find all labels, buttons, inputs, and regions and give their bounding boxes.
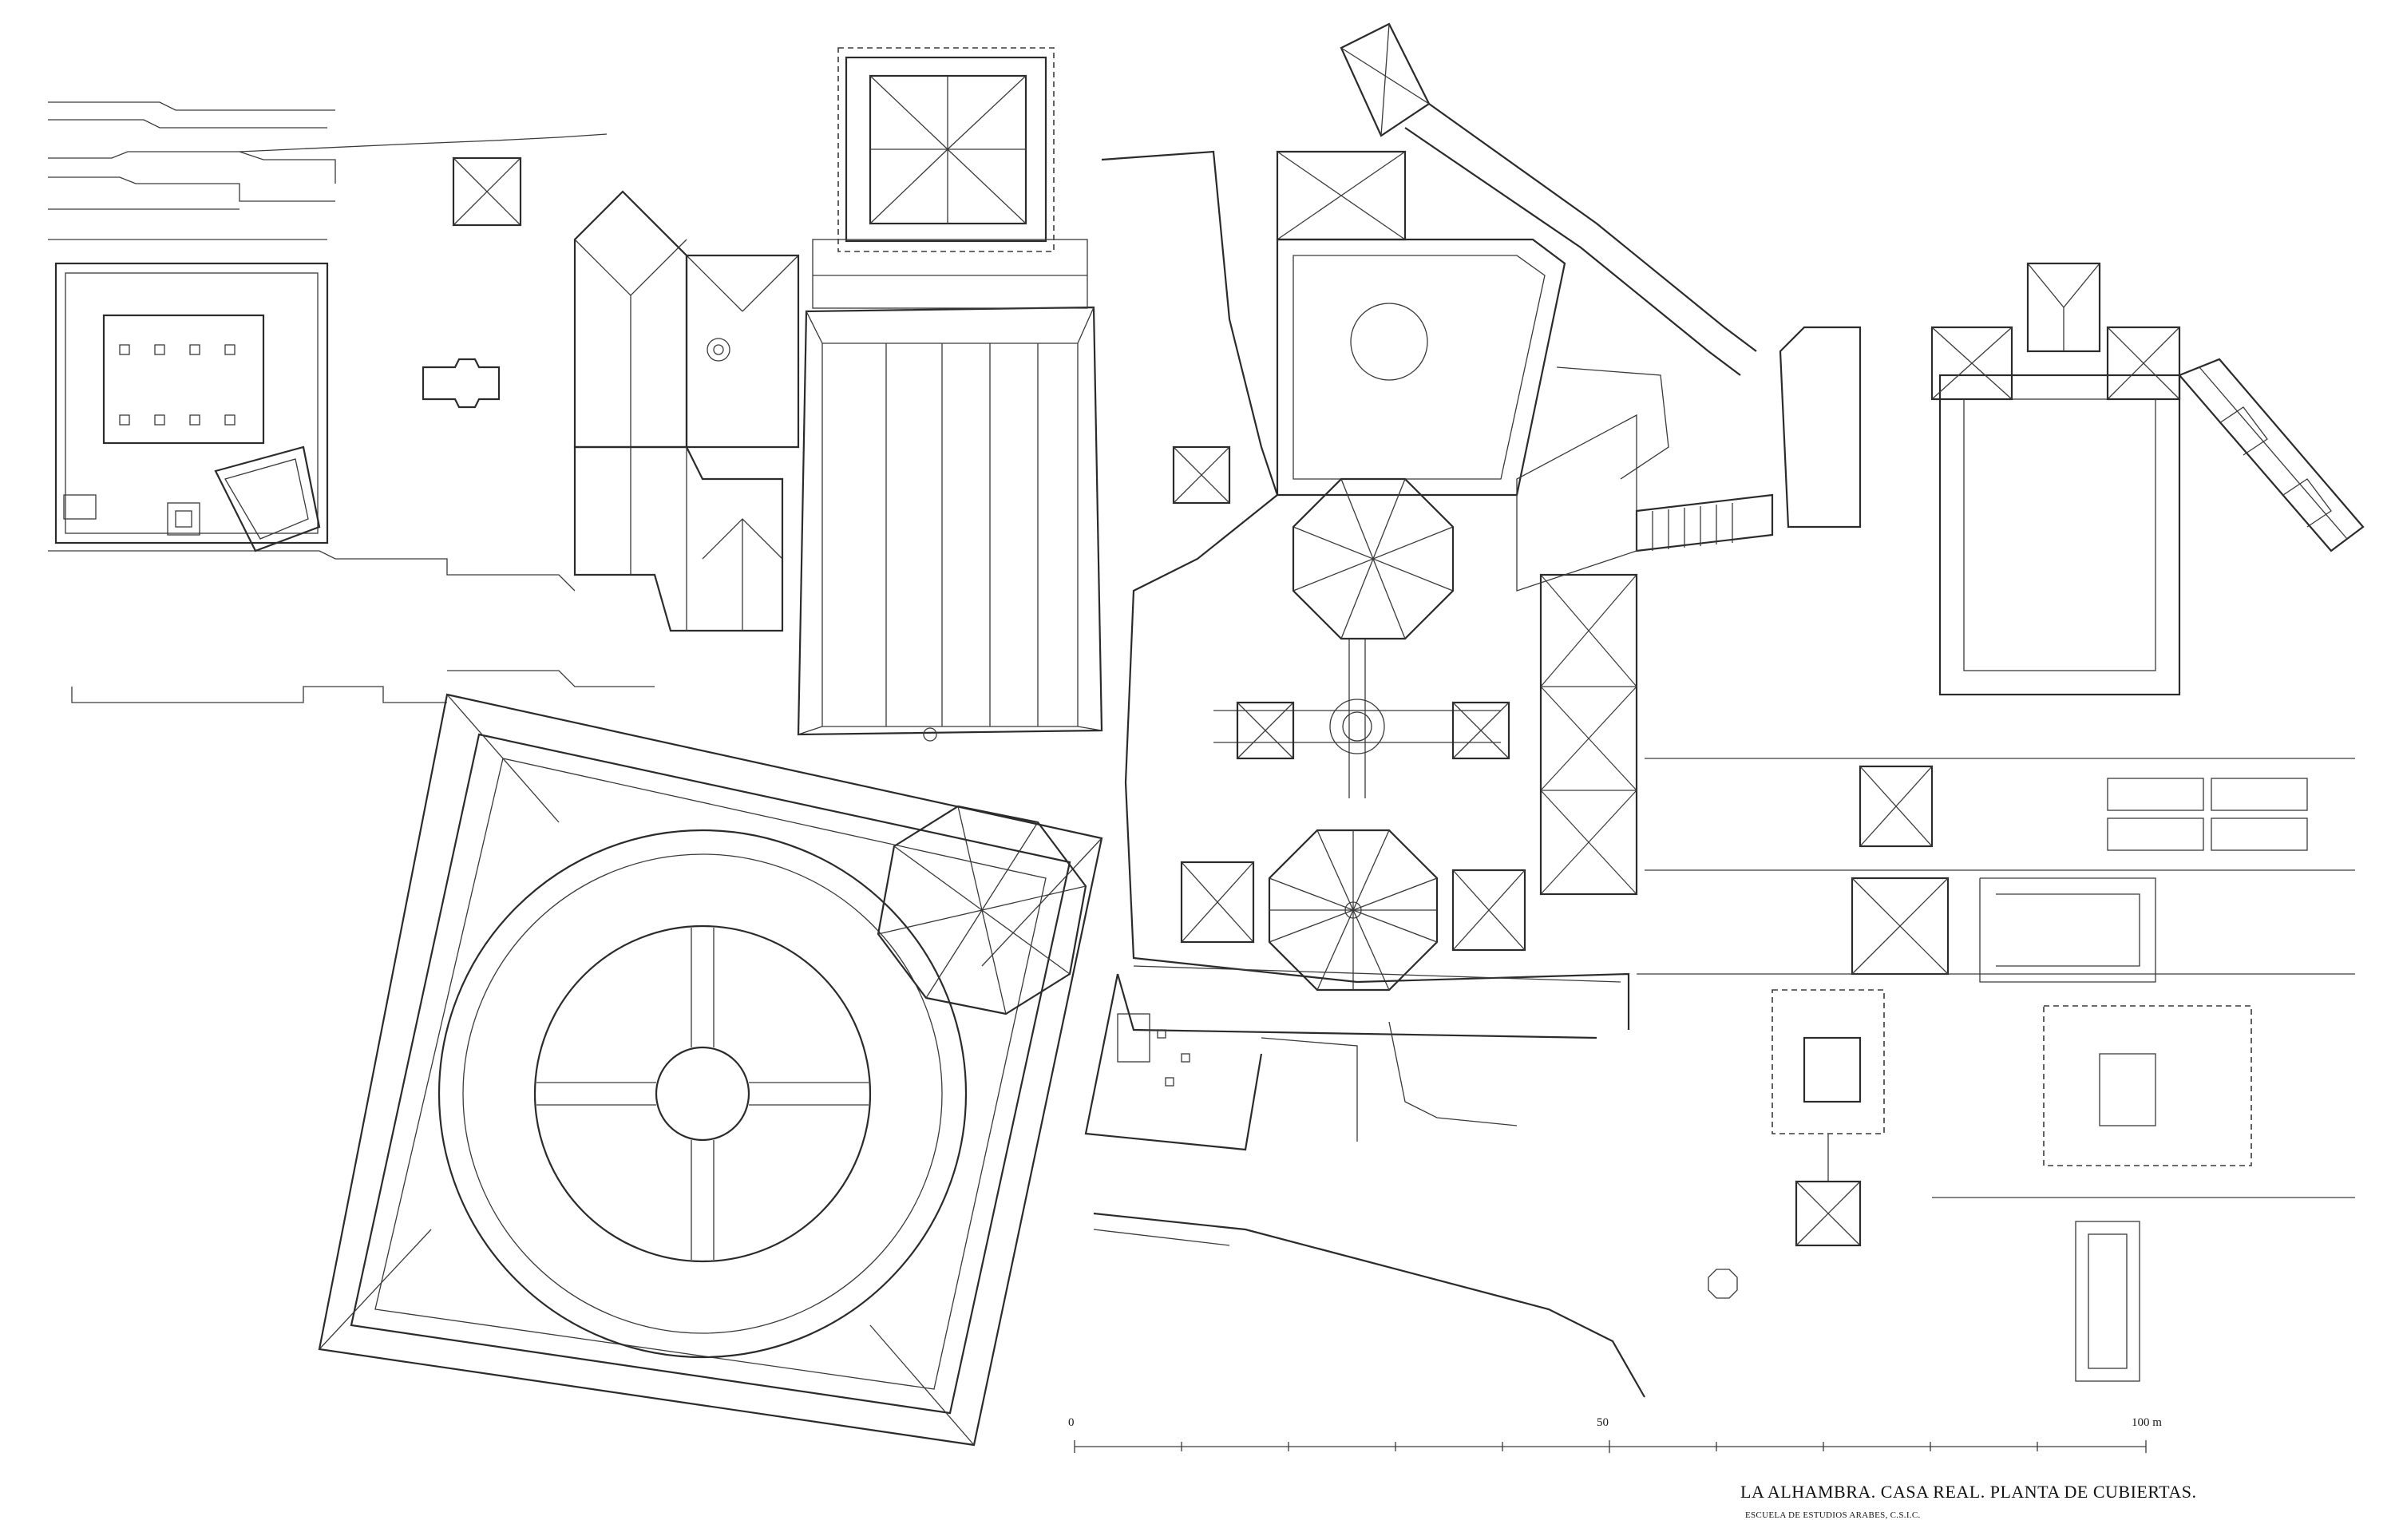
large-square-garden xyxy=(318,693,1103,1447)
south-courtyards xyxy=(1084,973,1645,1398)
star-dome-south xyxy=(1268,829,1439,992)
drawing-subtitle: ESCUELA DE ESTUDIOS ARABES, C.S.I.C. xyxy=(1745,1510,1921,1520)
diagonal-gallery-east xyxy=(2178,358,2365,552)
cross-shaped-basin xyxy=(422,358,501,409)
long-hall-roof xyxy=(797,239,1103,742)
north-annex-roofs xyxy=(1276,22,1431,241)
scale-label-50: 50 xyxy=(1597,1416,1609,1429)
octagonal-pavilion-garden xyxy=(877,805,1087,1015)
gabled-roofs-west-of-hall xyxy=(573,190,800,632)
west-courtyard-building xyxy=(54,262,329,552)
far-east-courtyard xyxy=(1779,262,2181,696)
central-basin xyxy=(1213,639,1501,798)
southeast-terraces xyxy=(1637,758,2355,983)
x-hatched-roofs xyxy=(1539,573,1638,896)
scale-label-0: 0 xyxy=(1068,1416,1075,1429)
drawing-title: LA ALHAMBRA. CASA REAL. PLANTA DE CUBIER… xyxy=(1740,1482,2197,1502)
scale-label-100m: 100 m xyxy=(2132,1416,2162,1429)
lower-east-buildings xyxy=(1708,989,2355,1382)
scale-bar xyxy=(1074,1440,2147,1453)
pyramid-roofs-east xyxy=(1172,445,1526,952)
stairs-middle-east xyxy=(1516,366,1774,592)
west-boundary-lines xyxy=(48,101,655,703)
small-pyramid-roof-west xyxy=(452,156,522,227)
octagonal-pavilion-north xyxy=(1292,477,1455,640)
courtyard-circular-fountain xyxy=(1276,238,1566,497)
diagonal-wall-northeast xyxy=(1404,103,1757,376)
tower-square-courtyard xyxy=(837,47,1055,252)
east-palace-outline xyxy=(1101,150,1630,1039)
